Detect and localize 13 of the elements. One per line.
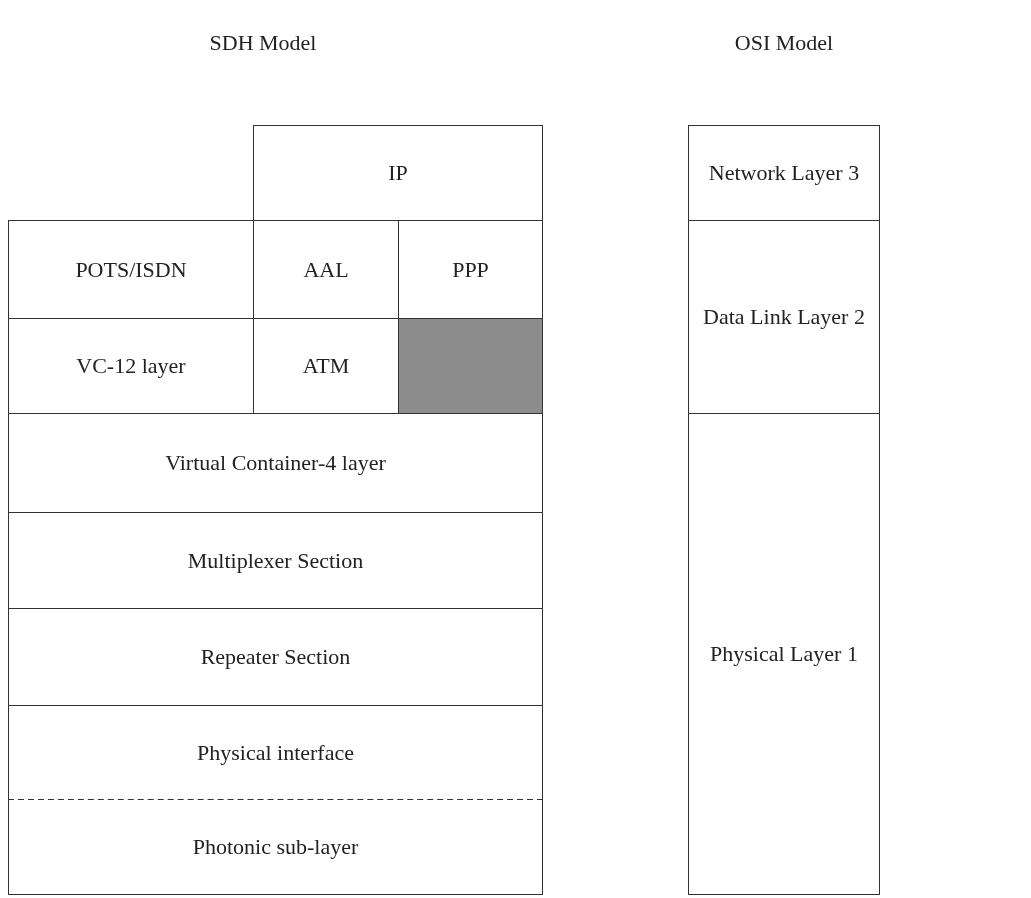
column-heading: OSI Model bbox=[734, 30, 834, 56]
column-heading: SDH Model bbox=[209, 30, 317, 56]
layer-box: Network Layer 3 bbox=[688, 125, 880, 221]
layer-box: Physical interface bbox=[8, 705, 543, 801]
layer-box: POTS/ISDN bbox=[8, 220, 254, 319]
layer-box: Photonic sub-layer bbox=[8, 800, 543, 895]
layer-box: Repeater Section bbox=[8, 608, 543, 706]
layer-box: IP bbox=[253, 125, 543, 221]
layer-box: Physical Layer 1 bbox=[688, 413, 880, 895]
shaded-box bbox=[398, 318, 543, 414]
layer-box: Virtual Container-4 layer bbox=[8, 413, 543, 513]
layer-box: Multiplexer Section bbox=[8, 512, 543, 609]
layer-box: Data Link Layer 2 bbox=[688, 220, 880, 414]
